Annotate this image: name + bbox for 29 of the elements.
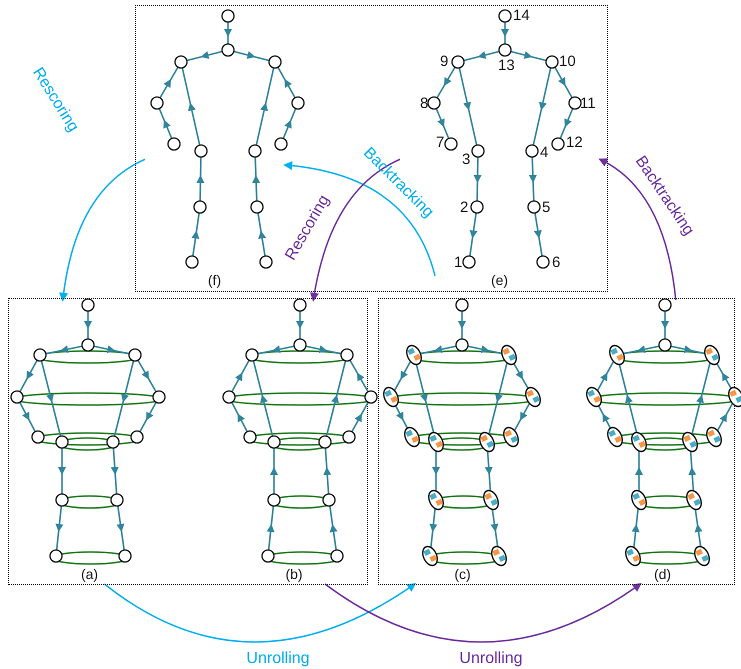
joint-number: 10 [559, 53, 576, 70]
figure-caption: (e) [490, 272, 508, 288]
figure-caption: (f) [208, 272, 222, 288]
curved-arrow [324, 583, 642, 643]
joint-number: 14 [513, 7, 530, 24]
curved-arrow [310, 158, 400, 302]
joint-number: 3 [462, 151, 470, 168]
curved-arrow [598, 158, 677, 300]
joint-number: 1 [454, 254, 462, 271]
edge-label: Unrolling [459, 650, 523, 668]
joint-number: 9 [440, 53, 448, 70]
figure-caption: (d) [654, 566, 672, 582]
joint-number: 4 [540, 144, 548, 161]
joint-number: 12 [566, 134, 583, 151]
curved-arrow [104, 583, 416, 643]
joint-number: 7 [436, 134, 444, 151]
joint-number: 2 [460, 199, 468, 216]
figure-caption: (c) [454, 566, 471, 582]
joint-number: 13 [498, 57, 515, 74]
joint-number: 8 [420, 95, 428, 112]
dashed-panel [135, 5, 608, 292]
figure-caption: (b) [285, 566, 303, 582]
joint-number: 11 [580, 95, 596, 112]
edge-label: Unrolling [246, 650, 310, 668]
joint-number: 6 [552, 254, 560, 271]
curved-arrow [59, 158, 146, 302]
joint-number: 5 [542, 199, 550, 216]
figure-caption: (a) [80, 566, 98, 582]
curved-arrow [283, 161, 436, 276]
